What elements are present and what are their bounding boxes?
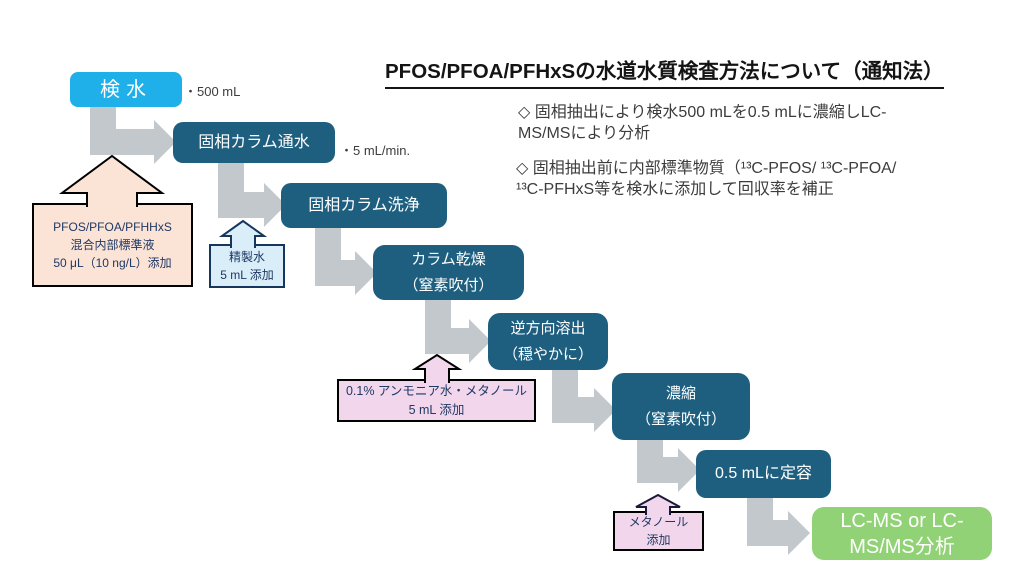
elbow-arrow-wash-to-dry	[315, 224, 377, 295]
up-arrow-ammonia-methanol	[411, 353, 463, 383]
elbow-arrow-concentration-to-volume	[637, 438, 700, 492]
up-arrow-methanol	[635, 493, 681, 515]
label-flow-rate: ・5 mL/min.	[340, 143, 411, 158]
step-constant-volume: 0.5 mLに定容	[696, 450, 831, 498]
up-arrow-purified-water	[218, 219, 268, 248]
step-column-dry: カラム乾燥 （窒素吹付）	[373, 245, 524, 300]
elbow-arrow-sample-to-load	[90, 103, 176, 164]
reagent-box-ammonia-methanol: 0.1% アンモニア水・メタノール 5 mL 添加	[337, 379, 536, 422]
slide-title: PFOS/PFOA/PFHxSの水道水質検査方法について（通知法）	[385, 54, 944, 89]
note-concentration-summary: ◇ 固相抽出により検水500 mLを0.5 mLに濃縮しLC- MS/MSにより…	[518, 104, 887, 143]
step-column-load: 固相カラム通水	[173, 122, 335, 163]
note-internal-standard-summary: ◇ 固相抽出前に内部標準物質（¹³C-PFOS/ ¹³C-PFOA/ ¹³C-P…	[516, 160, 897, 199]
step-lcms-analysis: LC-MS or LC- MS/MS分析	[812, 507, 992, 560]
elbow-arrow-load-to-wash	[218, 159, 286, 227]
step-reverse-elution: 逆方向溶出 （穏やかに）	[488, 313, 608, 370]
up-arrow-internal-standard	[58, 154, 166, 207]
reagent-box-methanol: メタノール 添加	[613, 511, 704, 551]
step-concentration: 濃縮 （窒素吹付）	[612, 373, 750, 440]
elbow-arrow-elution-to-concentration	[552, 366, 616, 432]
step-column-wash: 固相カラム洗浄	[281, 183, 447, 228]
elbow-arrow-volume-to-analysis	[747, 494, 810, 555]
step-sample: 検水	[70, 72, 182, 107]
reagent-box-purified-water: 精製水 5 mL 添加	[209, 244, 285, 288]
label-sample-volume: ・500 mL	[184, 84, 241, 99]
reagent-box-internal-standard: PFOS/PFOA/PFHHxS 混合内部標準液 50 μL（10 ng/L）添…	[32, 203, 193, 287]
elbow-arrow-dry-to-elution	[425, 295, 491, 363]
